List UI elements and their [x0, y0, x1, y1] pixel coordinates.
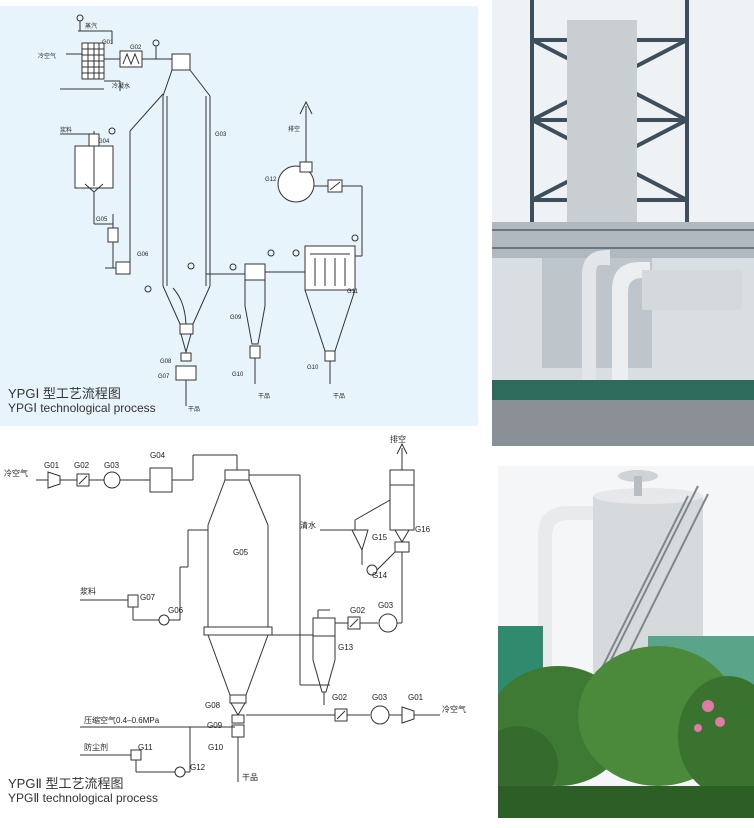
- label-anti-dust: 防尘剂: [84, 742, 108, 752]
- label-g04: G04: [98, 139, 110, 145]
- diagram1-title: YPGⅠ 型工艺流程图 YPGⅠ technological process: [8, 386, 156, 416]
- diagram1-title-en: YPGⅠ technological process: [8, 401, 156, 415]
- diagram2-title-cn: YPGⅡ 型工艺流程图: [8, 776, 124, 791]
- label-exhaust: 排空: [288, 125, 300, 133]
- label-g03a: G03: [104, 461, 120, 470]
- label-g07: G07: [140, 593, 156, 602]
- label-g10a: G10: [232, 372, 244, 378]
- label-compressed-air: 压缩空气0.4–0.6MPa: [84, 715, 160, 725]
- label-g09: G09: [230, 315, 242, 321]
- label-clear-water: 清水: [300, 520, 316, 530]
- label-g11: G11: [138, 743, 153, 752]
- photo-spray-tower-stairs: [498, 466, 754, 818]
- label-g08: G08: [160, 359, 172, 365]
- label-dry-product-2: 干品: [258, 393, 270, 400]
- label-g05: G05: [233, 548, 249, 557]
- label-g03: G03: [215, 132, 227, 138]
- photo-spray-tower-frame: [492, 0, 754, 446]
- diagram2-title: YPGⅡ 型工艺流程图 YPGⅡ technological process: [8, 776, 158, 806]
- label-g11: G11: [347, 289, 359, 295]
- label-cold-air-right: 冷空气: [442, 704, 466, 714]
- label-g05: G05: [96, 217, 108, 223]
- label-slurry: 浆料: [80, 586, 96, 596]
- diagram-ypg1: 蒸汽 冷空气 冷凝水 浆料 排空 干品 干品 干品 G01 G02 G03 G0…: [0, 6, 478, 426]
- label-cold-air: 冷空气: [38, 52, 56, 60]
- label-g16: G16: [415, 525, 431, 534]
- label-g01a: G01: [44, 461, 60, 470]
- diagram-ypg2: 冷空气 G01 G02 G03 G04 G05 G06 G07 G08 G09 …: [0, 430, 478, 814]
- label-dry-product-3: 干品: [333, 393, 345, 400]
- label-g10b: G10: [307, 365, 319, 371]
- label-g02c: G02: [332, 693, 348, 702]
- label-g08: G08: [205, 701, 221, 710]
- label-g01: G01: [102, 40, 114, 46]
- photo-bottom-illustration: [498, 466, 754, 818]
- label-g12: G12: [190, 763, 206, 772]
- label-g10: G10: [208, 743, 224, 752]
- label-g03b: G03: [378, 601, 394, 610]
- label-dry-product-1: 干品: [188, 406, 200, 413]
- label-g02: G02: [130, 45, 142, 51]
- label-cold-air-left: 冷空气: [4, 468, 28, 478]
- label-g06: G06: [168, 606, 184, 615]
- label-g15: G15: [372, 533, 388, 542]
- label-g06: G06: [137, 252, 149, 258]
- label-cond-water: 冷凝水: [112, 82, 130, 90]
- label-g07: G07: [158, 374, 170, 380]
- diagram1-title-cn: YPGⅠ 型工艺流程图: [8, 386, 121, 401]
- diagram-ypg1-drawing: 蒸汽 冷空气 冷凝水 浆料 排空 干品 干品 干品 G01 G02 G03 G0…: [38, 14, 363, 413]
- label-dry-product: 干品: [242, 773, 258, 782]
- label-g01b: G01: [408, 693, 424, 702]
- label-exhaust: 排空: [390, 434, 406, 444]
- label-g09: G09: [207, 721, 223, 730]
- diagram2-title-en: YPGⅡ technological process: [8, 791, 158, 805]
- label-g02b: G02: [350, 606, 366, 615]
- label-g12: G12: [265, 177, 277, 183]
- label-g14: G14: [372, 571, 388, 580]
- label-g03c: G03: [372, 693, 388, 702]
- label-g04: G04: [150, 451, 166, 460]
- diagram-ypg2-drawing: 冷空气 G01 G02 G03 G04 G05 G06 G07 G08 G09 …: [4, 434, 466, 782]
- label-slurry: 浆料: [60, 126, 72, 134]
- label-g02a: G02: [74, 461, 90, 470]
- label-g13: G13: [338, 643, 354, 652]
- label-steam: 蒸汽: [85, 22, 97, 30]
- photo-top-illustration: [492, 0, 754, 446]
